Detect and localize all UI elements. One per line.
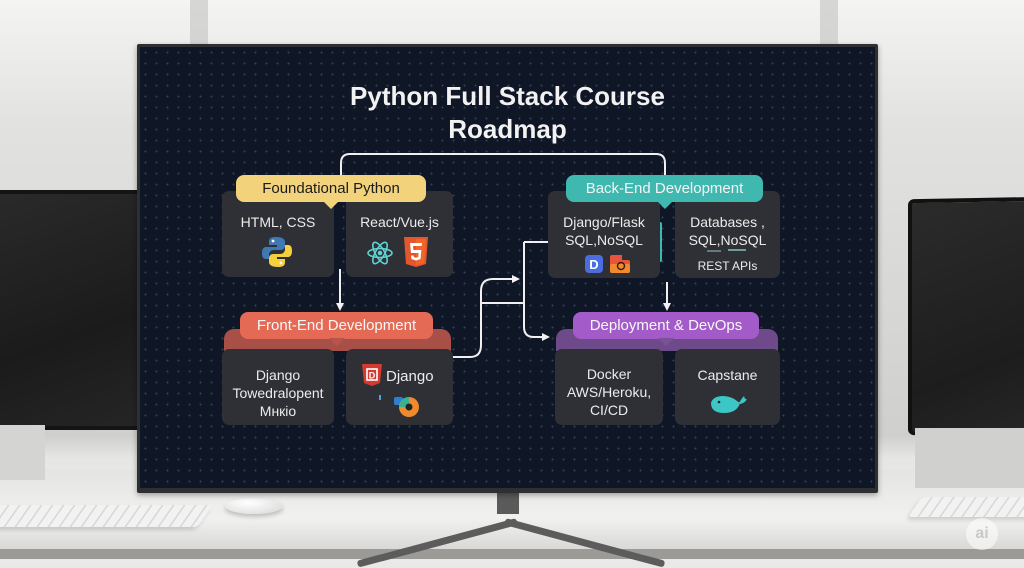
card-text: HTML, CSS [240,214,316,230]
group-label-foundational: Foundational Python [236,175,426,209]
card-text: AWS/Heroku, [566,384,652,400]
underline-decoration [728,249,746,251]
d-app-icon: D [585,255,603,273]
group-label-backend: Back-End Development [566,175,763,209]
keyboard-right [907,497,1024,517]
card-text: SQL,NoSQL [565,232,643,248]
side-monitor-right-stand [915,428,1024,488]
card-django-towedralopent: Django Towedralopent Mнкіо [222,349,334,425]
card-text: Django [255,367,301,383]
card-django: D Django [346,349,453,425]
card-text: Django [386,368,434,385]
card-html-css: HTML, CSS [222,191,334,277]
card-text: Databases , [690,214,765,230]
svg-text:D: D [369,371,376,381]
html5-logo-icon [404,237,428,267]
connector-foundational-backend [340,153,666,177]
python-logo-icon [262,237,292,267]
red-db-icon [610,255,630,273]
card-text: Capstane [697,367,758,383]
card-text: SQL,NoSQL [688,232,767,248]
card-text: Mнкіо [259,403,297,419]
roadmap-screen: Python Full Stack Course Roadmap Foundat… [140,47,875,488]
card-capstone: Capstane [675,349,780,425]
connector-backend-trunk [523,242,550,341]
svg-text:D: D [589,257,598,272]
side-monitor-left-stand [0,425,45,480]
title-line-1: Python Full Stack Course [350,81,665,111]
react-logo-icon [367,241,393,265]
main-monitor: Python Full Stack Course Roadmap Foundat… [137,44,878,493]
ai-watermark: ai [966,518,998,550]
card-docker-aws: Docker AWS/Heroku, CI/CD [555,349,663,425]
desk-edge [0,549,1024,559]
side-monitor-right [908,196,1024,436]
docker-whale-icon [711,396,747,413]
rest-apis-label: REST APIs [697,259,758,273]
card-django-flask: Django/Flask SQL,NoSQL D [548,191,660,278]
group-label-frontend: Front-End Development [240,312,433,346]
card-text: Django/Flask [563,214,645,230]
card-text: Docker [586,366,632,382]
orange-ring-icon [379,395,419,417]
card-text: CI/CD [589,402,629,418]
card-text: Towedralopent [232,385,324,401]
django-shield-icon: D [362,364,382,386]
card-react-vue: React/Vue.js [346,191,453,277]
keyboard-left [0,505,213,527]
title-line-2: Roadmap [448,114,567,144]
mouse [225,498,283,514]
card-databases: Databases , SQL,NoSQL REST APIs [675,191,780,278]
underline-decoration [707,250,721,252]
side-monitor-left [0,190,146,430]
monitor-stand-neck [497,492,519,514]
connector-frontend-backend [452,275,520,358]
card-text: React/Vue.js [360,214,439,230]
diagram-title: Python Full Stack Course Roadmap [140,80,875,146]
group-label-deployment: Deployment & DevOps [573,312,759,346]
